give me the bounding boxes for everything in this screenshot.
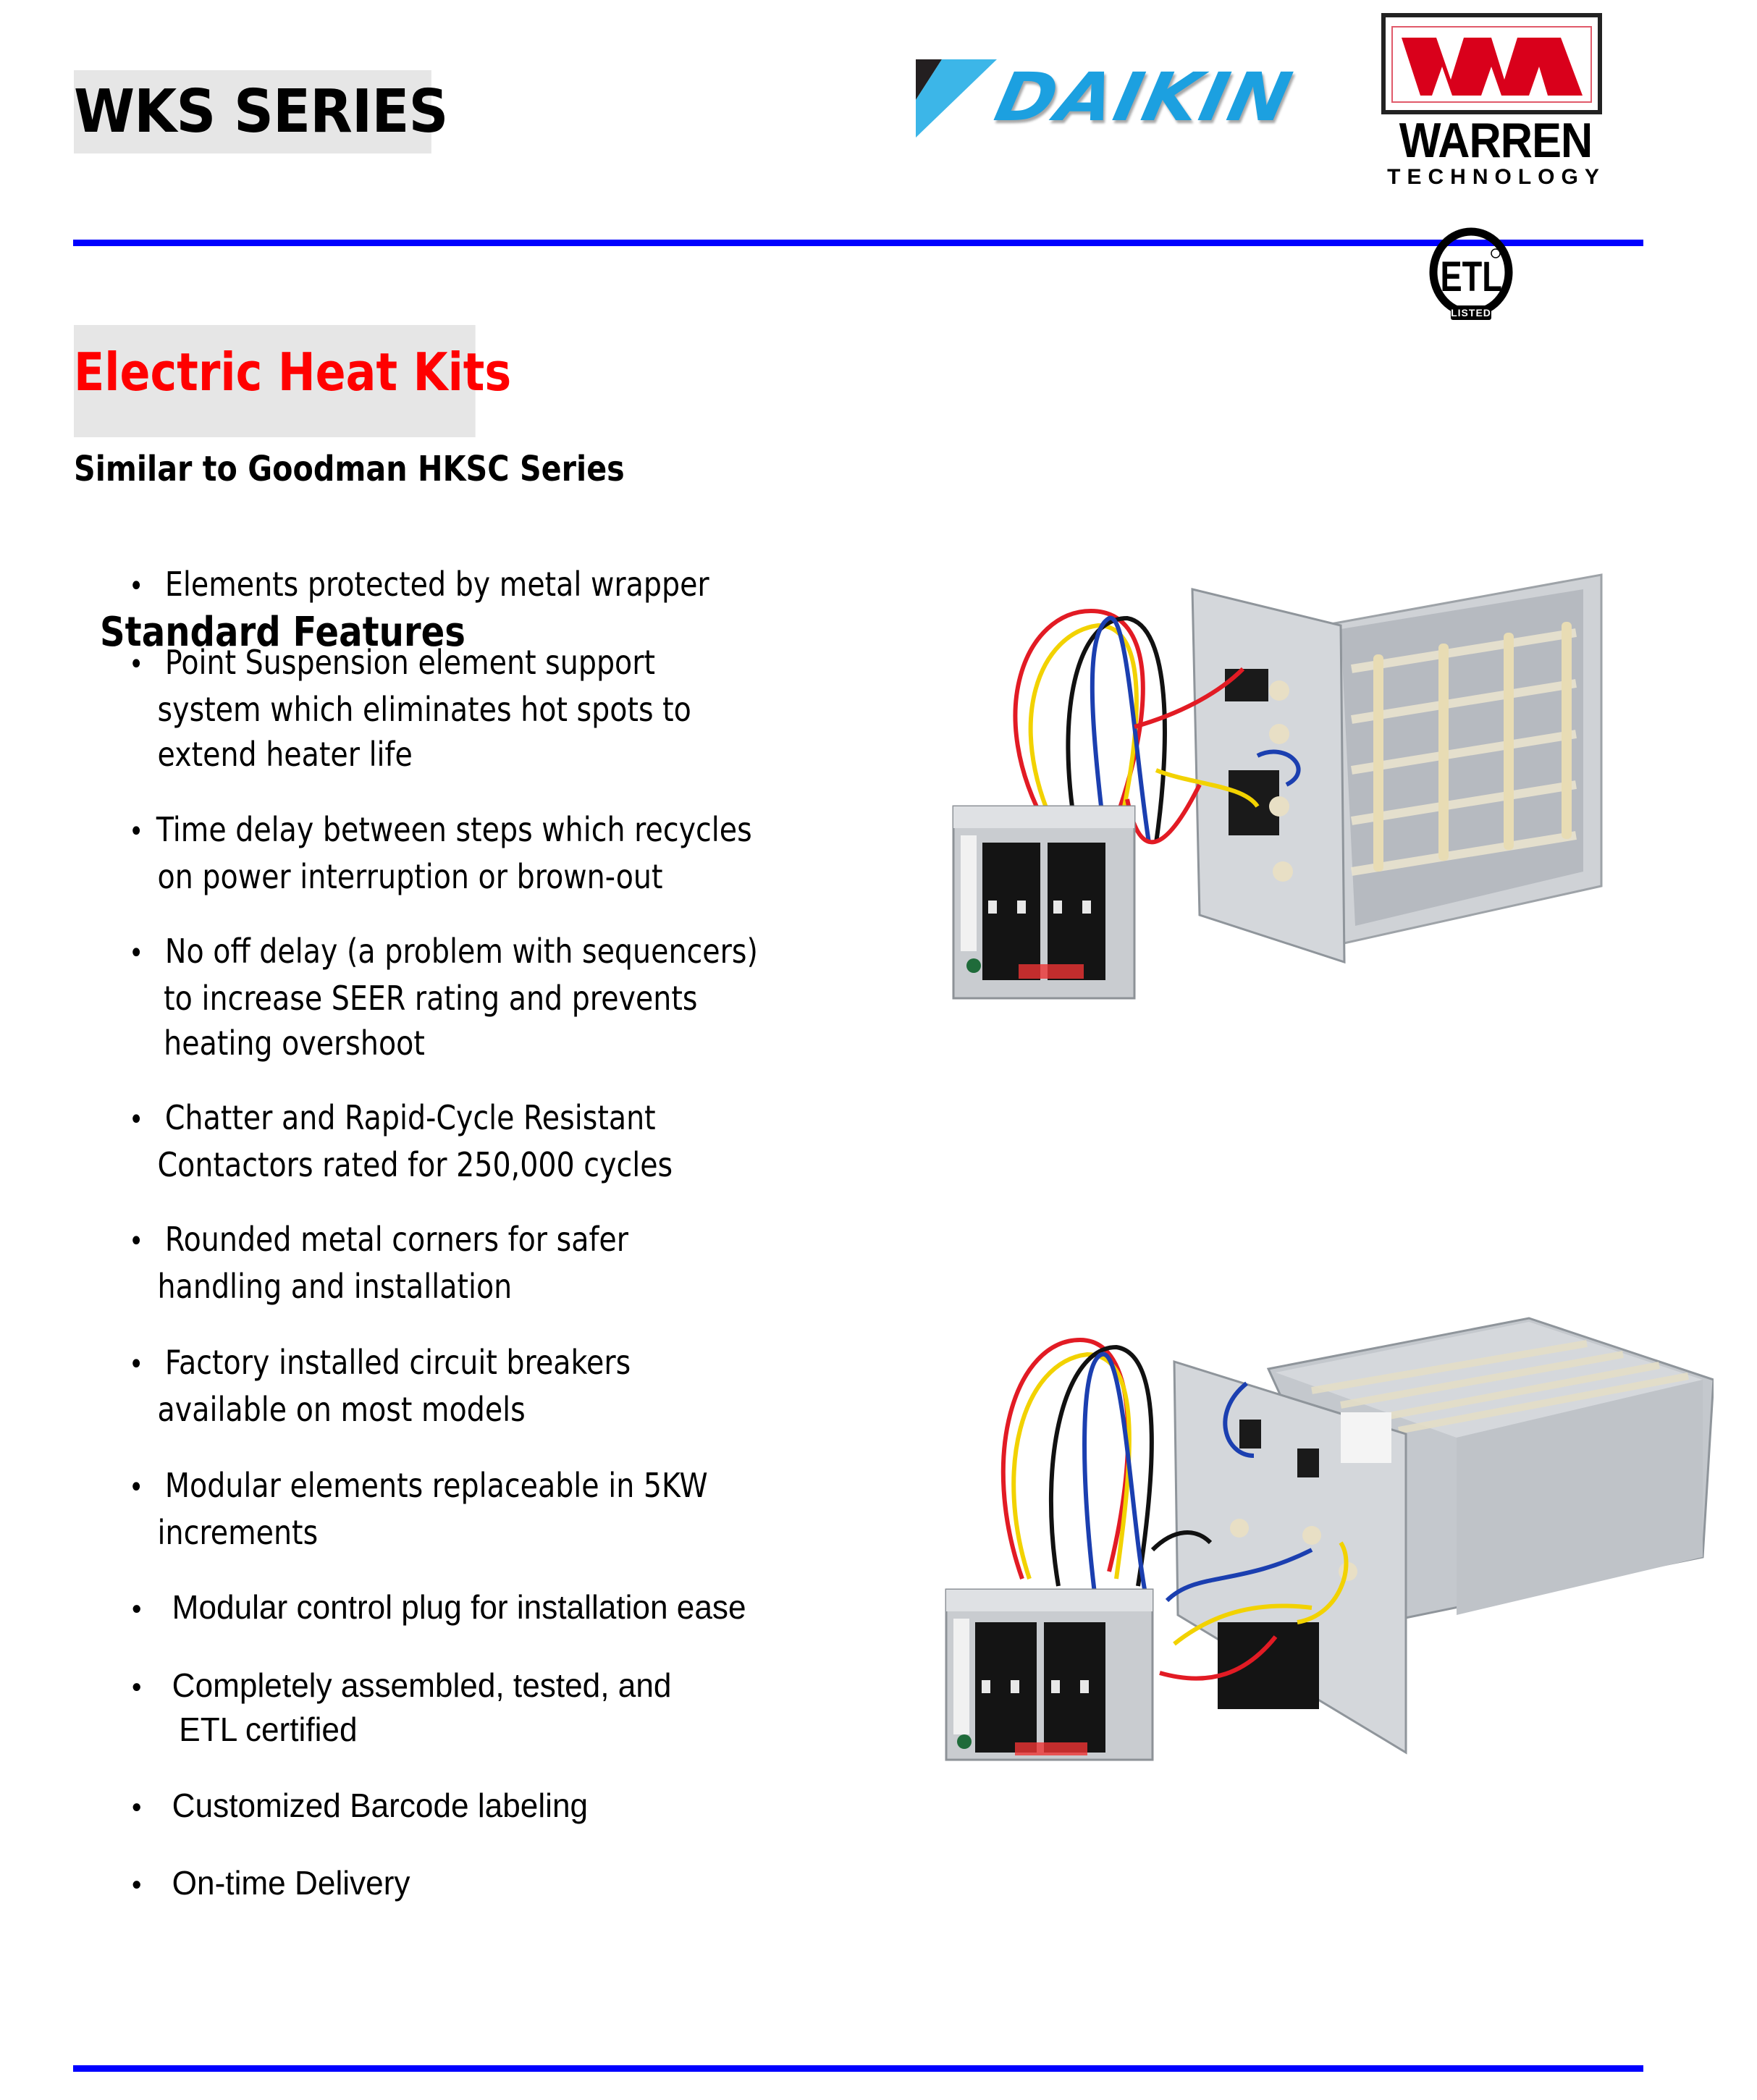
svg-text:ETL: ETL [1440,254,1501,301]
svg-text:LISTED: LISTED [1451,307,1491,319]
warren-wordmark: WARREN [1399,113,1593,168]
product-title: Electric Heat Kits [74,325,511,437]
daikin-logo: DAIKIN [916,55,1336,140]
feature-item: •Modular control plug for installation e… [132,1585,746,1632]
bullet-icon: • [132,1671,142,1703]
bullet-icon: • [129,570,144,603]
warren-technology-logo: WARREN TECHNOLOGY [1374,6,1617,189]
feature-item: •Time delay between steps which recycles… [129,810,752,896]
daikin-wordmark: DAIKIN [988,59,1299,136]
wm-mark-icon [1402,38,1583,96]
feature-item: •No off delay (a problem with sequencers… [129,932,758,1063]
product-photo-heat-kit-2 [935,1311,1715,1767]
feature-item: •Point Suspension element support system… [129,643,691,774]
bullet-icon: • [132,1792,142,1823]
bullet-icon: • [129,1225,144,1258]
feature-item: •Customized Barcode labeling [132,1783,588,1830]
bullet-icon: • [132,1593,142,1625]
bullet-icon: • [129,815,144,848]
bullet-icon: • [132,1869,142,1901]
warren-subtitle: TECHNOLOGY [1387,165,1606,189]
feature-item: •Rounded metal corners for safer handlin… [129,1220,629,1306]
product-photo-heat-kit-1 [939,568,1623,1002]
footer-divider [73,2065,1643,2072]
feature-item: •Modular elements replaceable in 5KW inc… [129,1466,708,1552]
feature-item: •Completely assembled, tested, and ETL c… [132,1666,672,1748]
features-heading: Standard Features [100,609,465,656]
etl-listed-icon: ETL LISTED [1420,224,1536,326]
feature-item: •Factory installed circuit breakers avai… [129,1343,631,1429]
bullet-icon: • [129,1471,144,1504]
bullet-icon: • [129,1348,144,1381]
product-subtitle: Similar to Goodman HKSC Series [74,449,625,489]
feature-item: •Elements protected by metal wrapper [129,562,709,609]
series-title: WKS SERIES [74,70,448,153]
feature-item: •On-time Delivery [132,1860,410,1907]
daikin-emblem-icon [916,59,997,138]
bullet-icon: • [129,648,144,681]
warren-emblem [1381,13,1602,114]
feature-item: •Chatter and Rapid-Cycle Resistant Conta… [129,1098,673,1184]
header-divider [73,240,1643,246]
bullet-icon: • [129,1103,144,1137]
bullet-icon: • [129,937,144,970]
